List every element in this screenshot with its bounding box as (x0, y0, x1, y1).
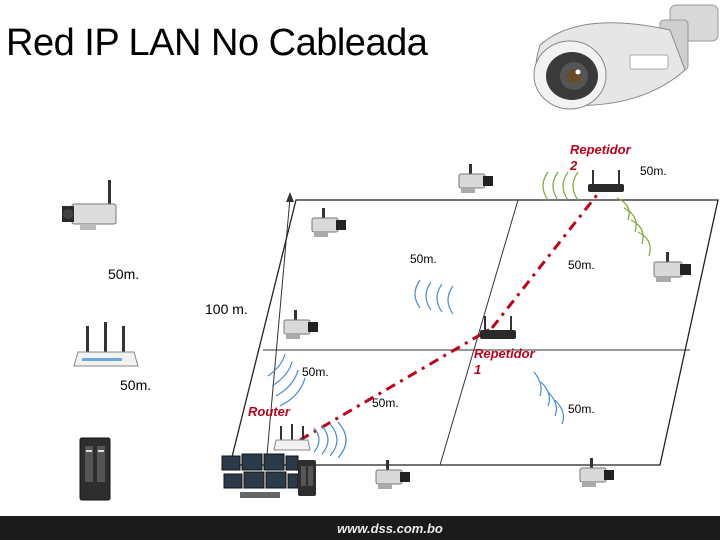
camera-icon (375, 460, 410, 489)
camera-icon (62, 180, 117, 230)
router-icon (73, 322, 139, 367)
footer-url[interactable]: www.dss.com.bo (337, 521, 443, 536)
router-icon (273, 424, 311, 451)
distance-label: 100 m. (205, 301, 248, 317)
distance-label: 50m. (108, 266, 140, 282)
camera-icon (311, 208, 346, 237)
distance-label: 50m. (120, 377, 152, 393)
footer-bar: www.dss.com.bo (0, 516, 720, 540)
camera-icon (283, 310, 318, 339)
distance-label: 50m. (410, 252, 437, 266)
camera-icon (579, 458, 614, 487)
distance-label: 50m. (640, 164, 667, 178)
distance-label: 50m. (302, 365, 329, 379)
monitor-wall-icon (221, 453, 299, 498)
page-title: Red IP LAN No Cableada (6, 22, 428, 64)
distance-label: 50m. (568, 402, 595, 416)
distance-label: 50m. (372, 396, 399, 410)
repeater-icon (480, 316, 516, 339)
nvr-server-icon (79, 437, 111, 501)
router-label: Router (248, 404, 290, 419)
camera-icon (653, 252, 691, 282)
repeater-2-label: Repetidor 2 (570, 142, 631, 173)
distance-label: 50m. (568, 258, 595, 272)
repeater-icon (588, 170, 624, 192)
repeater-1-label: Repetidor 1 (474, 346, 535, 377)
camera-icon (458, 164, 493, 193)
hero-camera-icon (533, 4, 719, 110)
nvr-server-icon (298, 460, 316, 496)
